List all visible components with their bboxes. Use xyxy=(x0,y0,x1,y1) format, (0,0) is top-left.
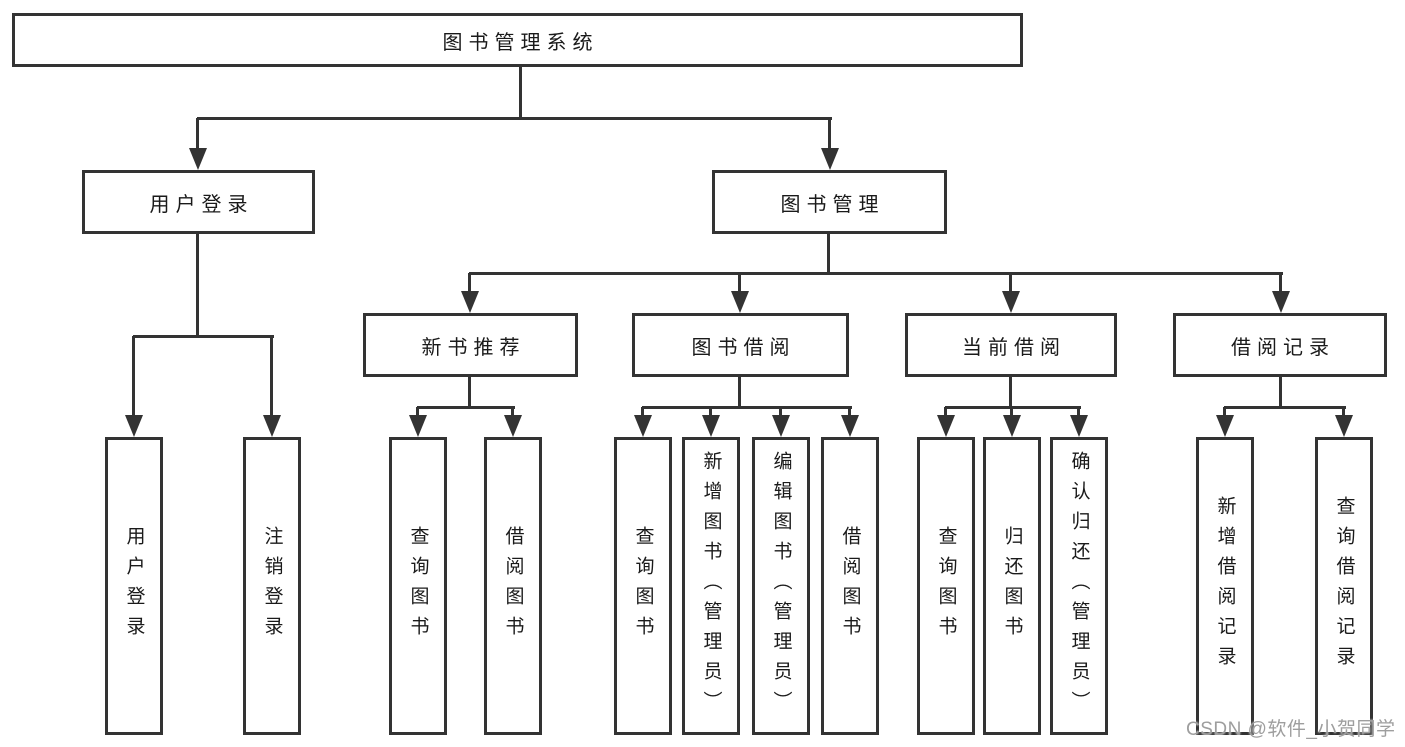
connector-arrow-stem xyxy=(1279,273,1282,293)
leaf-current-confirm-label: 确认归还（管理员） xyxy=(1068,451,1090,721)
connector-book-borrow-stem xyxy=(738,377,741,409)
arrowhead-down-icon xyxy=(1272,291,1290,313)
leaf-borrow-query-label: 查询图书 xyxy=(632,526,654,646)
arrowhead-down-icon xyxy=(504,415,522,437)
connector-arrow-stem xyxy=(641,407,644,419)
watermark-text: CSDN @软件_小贺同学 xyxy=(1186,719,1396,740)
connector-arrow-stem xyxy=(848,407,851,419)
arrowhead-down-icon xyxy=(731,291,749,313)
connector-arrow-stem xyxy=(709,407,712,419)
leaf-borrow-add: 新增图书（管理员） xyxy=(682,437,740,735)
node-borrow-records-label: 借阅记录 xyxy=(1231,336,1335,359)
connector-current-borrow-branch xyxy=(945,406,1081,409)
node-book-mgmt: 图书管理 xyxy=(712,170,947,234)
arrowhead-down-icon xyxy=(263,415,281,437)
leaf-user-login: 用户登录 xyxy=(105,437,163,735)
leaf-current-query-label: 查询图书 xyxy=(935,526,957,646)
node-book-mgmt-label: 图书管理 xyxy=(780,193,885,216)
leaf-current-return-label: 归还图书 xyxy=(1001,526,1023,646)
connector-arrow-stem xyxy=(511,407,514,419)
node-user-login: 用户登录 xyxy=(82,170,315,234)
connector-arrow-stem xyxy=(1009,273,1012,293)
connector-book-borrow-branch xyxy=(642,406,852,409)
connector-level2-branch xyxy=(197,117,832,120)
leaf-logout: 注销登录 xyxy=(243,437,301,735)
leaf-records-query: 查询借阅记录 xyxy=(1315,437,1373,735)
arrowhead-down-icon xyxy=(821,148,839,170)
leaf-logout-label: 注销登录 xyxy=(261,526,283,646)
arrowhead-down-icon xyxy=(1070,415,1088,437)
connector-arrow-stem xyxy=(196,118,199,150)
connector-level3-branch xyxy=(469,272,1283,275)
connector-user-login-stem xyxy=(196,234,199,338)
node-current-borrow: 当前借阅 xyxy=(905,313,1117,377)
connector-borrow-records-branch xyxy=(1224,406,1346,409)
leaf-borrow-query: 查询图书 xyxy=(614,437,672,735)
arrowhead-down-icon xyxy=(1335,415,1353,437)
leaf-current-return: 归还图书 xyxy=(983,437,1041,735)
arrowhead-down-icon xyxy=(1002,291,1020,313)
connector-arrow-stem xyxy=(270,336,273,417)
leaf-newbook-query: 查询图书 xyxy=(389,437,447,735)
connector-arrow-stem xyxy=(1077,407,1080,419)
leaf-newbook-borrow: 借阅图书 xyxy=(484,437,542,735)
connector-arrow-stem xyxy=(738,273,741,293)
leaf-records-query-label: 查询借阅记录 xyxy=(1333,496,1355,676)
arrowhead-down-icon xyxy=(409,415,427,437)
arrowhead-down-icon xyxy=(461,291,479,313)
leaf-borrow-borrow: 借阅图书 xyxy=(821,437,879,735)
arrowhead-down-icon xyxy=(1003,415,1021,437)
node-book-borrow-label: 图书借阅 xyxy=(691,336,796,359)
leaf-records-add-label: 新增借阅记录 xyxy=(1214,496,1236,676)
connector-arrow-stem xyxy=(416,407,419,419)
node-new-book-recommend-label: 新书推荐 xyxy=(421,336,526,359)
arrowhead-down-icon xyxy=(841,415,859,437)
leaf-borrow-edit: 编辑图书（管理员） xyxy=(752,437,810,735)
leaf-user-login-label: 用户登录 xyxy=(123,526,145,646)
arrowhead-down-icon xyxy=(1216,415,1234,437)
connector-current-borrow-stem xyxy=(1009,377,1012,409)
leaf-borrow-add-label: 新增图书（管理员） xyxy=(700,451,722,721)
connector-root-stem xyxy=(519,67,522,118)
connector-arrow-stem xyxy=(1223,407,1226,419)
node-new-book-recommend: 新书推荐 xyxy=(363,313,578,377)
connector-book-mgmt-stem xyxy=(827,234,830,275)
arrowhead-down-icon xyxy=(125,415,143,437)
arrowhead-down-icon xyxy=(702,415,720,437)
node-book-borrow: 图书借阅 xyxy=(632,313,849,377)
arrowhead-down-icon xyxy=(937,415,955,437)
connector-arrow-stem xyxy=(828,118,831,150)
leaf-newbook-borrow-label: 借阅图书 xyxy=(502,526,524,646)
connector-arrow-stem xyxy=(468,273,471,293)
connector-new-book-branch xyxy=(417,406,515,409)
connector-arrow-stem xyxy=(1342,407,1345,419)
connector-arrow-stem xyxy=(1010,407,1013,419)
connector-new-book-stem xyxy=(468,377,471,409)
arrowhead-down-icon xyxy=(772,415,790,437)
leaf-borrow-edit-label: 编辑图书（管理员） xyxy=(770,451,792,721)
leaf-records-add: 新增借阅记录 xyxy=(1196,437,1254,735)
arrowhead-down-icon xyxy=(189,148,207,170)
leaf-current-confirm: 确认归还（管理员） xyxy=(1050,437,1108,735)
connector-arrow-stem xyxy=(779,407,782,419)
node-root: 图书管理系统 xyxy=(12,13,1023,67)
arrowhead-down-icon xyxy=(634,415,652,437)
node-root-label: 图书管理系统 xyxy=(442,31,599,54)
connector-borrow-records-stem xyxy=(1279,377,1282,409)
leaf-newbook-query-label: 查询图书 xyxy=(407,526,429,646)
connector-arrow-stem xyxy=(132,336,135,417)
node-user-login-label: 用户登录 xyxy=(149,193,254,216)
connector-user-login-branch xyxy=(133,335,274,338)
leaf-borrow-borrow-label: 借阅图书 xyxy=(839,526,861,646)
node-borrow-records: 借阅记录 xyxy=(1173,313,1387,377)
connector-arrow-stem xyxy=(944,407,947,419)
node-current-borrow-label: 当前借阅 xyxy=(962,336,1066,359)
leaf-current-query: 查询图书 xyxy=(917,437,975,735)
